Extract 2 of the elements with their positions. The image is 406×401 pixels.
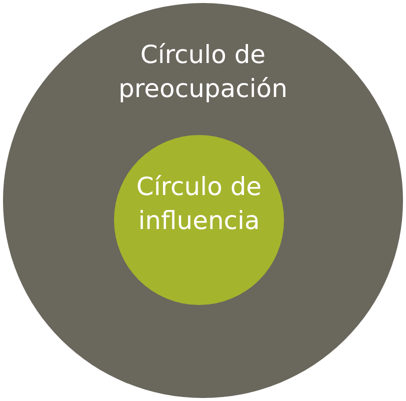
circle-label: Círculo de preocupación: [118, 39, 288, 105]
circle-label: Círculo de influencia: [135, 171, 263, 237]
